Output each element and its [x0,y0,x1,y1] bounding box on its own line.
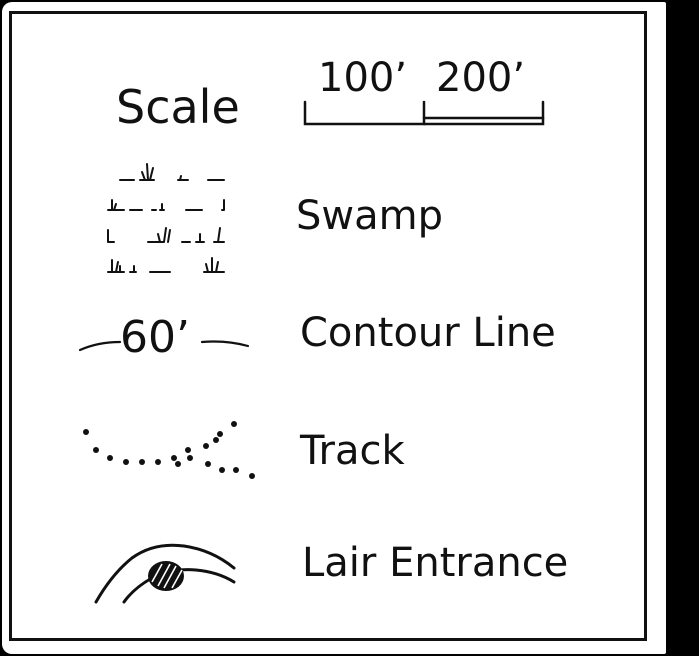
contour-line-symbol-icon [78,340,250,352]
lair-entrance-symbol-icon [94,543,236,604]
torn-paper-edge [640,0,699,656]
track-symbol-icon [83,421,255,479]
track-label: Track [300,428,405,474]
scale-title: Scale [116,80,240,134]
swamp-symbol-icon [107,163,225,273]
scale-mark-200: 200’ [436,55,526,101]
lair-entrance-label: Lair Entrance [302,540,569,586]
scale-mark-100: 100’ [318,55,408,101]
scale-bar [303,100,545,126]
swamp-label: Swamp [296,193,443,239]
contour-elevation-value: 60’ [120,312,190,363]
legend-frame [9,11,647,641]
contour-line-label: Contour Line [300,310,556,356]
legend-card [2,2,666,654]
